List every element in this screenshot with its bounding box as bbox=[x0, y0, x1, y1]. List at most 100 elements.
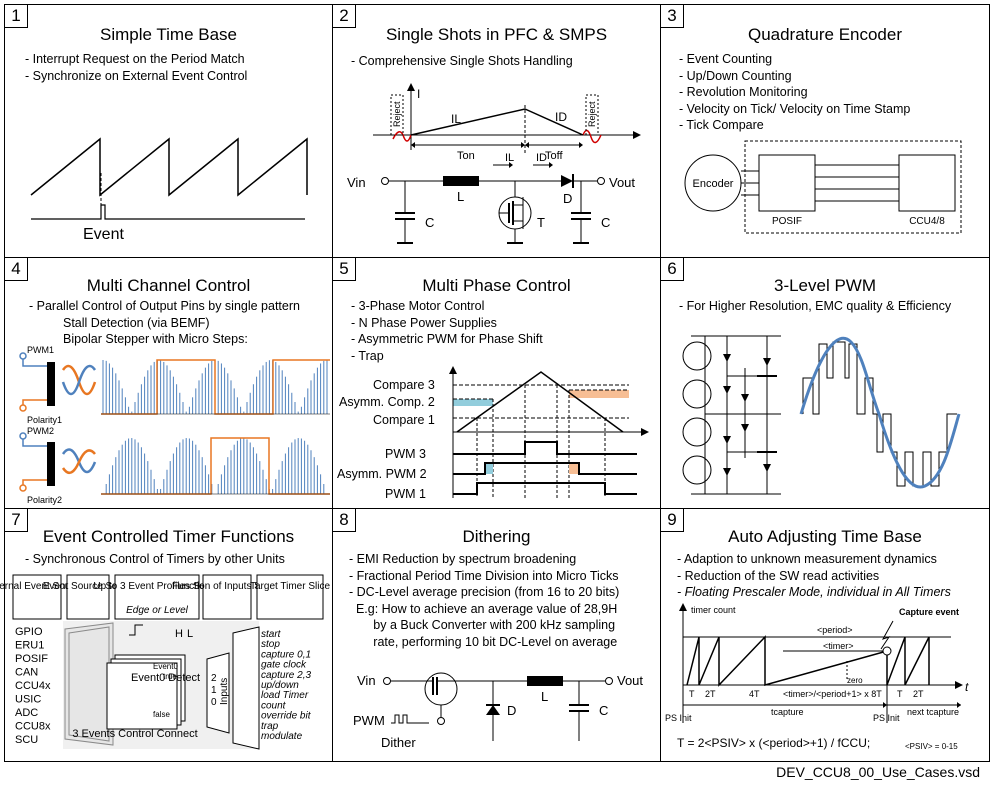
bullet-list: - EMI Reduction by spectrum broadening -… bbox=[349, 551, 619, 650]
timer-label: <timer> bbox=[823, 641, 854, 651]
header-edge-level: Edge or Level bbox=[126, 605, 188, 616]
capacitor-label: C bbox=[425, 215, 434, 230]
current-axis-label: I bbox=[417, 87, 420, 101]
false-label: false bbox=[153, 710, 170, 719]
vout-label: Vout bbox=[609, 175, 635, 190]
bullet: - Asymmetric PWM for Phase Shift bbox=[351, 332, 543, 346]
header-event-source: Event Source Select bbox=[43, 581, 134, 592]
bullet-list: - Parallel Control of Output Pins by sin… bbox=[29, 298, 300, 348]
tick-label: T bbox=[689, 689, 695, 699]
input-num: 0 bbox=[211, 697, 217, 708]
target-item: up/down bbox=[261, 680, 299, 691]
vin-label: Vin bbox=[347, 175, 366, 190]
cell-number: 2 bbox=[333, 5, 356, 28]
source-item: USIC bbox=[15, 694, 41, 706]
toff-label: Toff bbox=[545, 150, 563, 162]
ccu-label: CCU4/8 bbox=[909, 216, 945, 227]
cell-title: Dithering bbox=[462, 527, 531, 546]
source-item: POSIF bbox=[15, 653, 48, 665]
bullet: rate, performing 10 bit DC-Level on aver… bbox=[349, 634, 618, 649]
event0-detect-label: Event0 Detect bbox=[131, 672, 200, 684]
psiv-range: <PSIV> = 0-15 bbox=[905, 742, 958, 751]
pwm1-label: PWM1 bbox=[27, 345, 54, 355]
multi-phase-diagram: Compare 3 Asymm. Comp. 2 Compare 1 PWM 3… bbox=[337, 366, 649, 501]
bullet-list: - Event Counting - Up/Down Counting - Re… bbox=[679, 51, 910, 134]
file-name: DEV_CCU8_00_Use_Cases.vsd bbox=[776, 764, 980, 780]
cell-number: 8 bbox=[333, 509, 356, 532]
event-label: Event bbox=[83, 226, 124, 243]
source-item: CCU4x bbox=[15, 680, 51, 692]
bullet: - Synchronize on External Event Control bbox=[25, 68, 248, 83]
source-item: ERU1 bbox=[15, 640, 44, 652]
tcapture-label: tcapture bbox=[771, 707, 804, 717]
bullet: - Interrupt Request on the Period Match bbox=[25, 52, 245, 66]
bullet: - N Phase Power Supplies bbox=[351, 315, 497, 330]
bullet-list: - Interrupt Request on the Period Match … bbox=[25, 51, 247, 84]
compare3-label: Compare 3 bbox=[373, 378, 435, 392]
source-item: CCU8x bbox=[15, 721, 51, 733]
id-label: ID bbox=[536, 152, 547, 164]
zero-label: zero bbox=[847, 676, 863, 685]
tick-labels: T 2T 4T <timer>/<period+1> x 8T T 2T bbox=[689, 689, 924, 699]
cell-dithering: 8 Dithering - EMI Reduction by spectrum … bbox=[332, 508, 661, 762]
reject-label: Reject bbox=[587, 101, 597, 127]
tick-label: 4T bbox=[749, 689, 760, 699]
header-target: Target Timer Slice bbox=[250, 581, 330, 592]
bullet: Stall Detection (via BEMF) bbox=[63, 315, 210, 330]
cell-number: 3 bbox=[661, 5, 684, 28]
target-item: gate clock bbox=[261, 660, 307, 671]
target-item: capture 2,3 bbox=[261, 670, 311, 681]
tick-label: <timer>/<period+1> x 8T bbox=[783, 689, 882, 699]
bullet: - Event Counting bbox=[679, 52, 773, 66]
formula: T = 2<PSIV> x (<period>+1) / fCCU; bbox=[677, 736, 870, 750]
reject-label: Reject bbox=[392, 101, 402, 127]
buck-converter-diagram: Vin L Vout D C PWM bbox=[353, 672, 643, 750]
vin-label: Vin bbox=[357, 673, 376, 688]
bullet: - Comprehensive Single Shots Handling bbox=[351, 54, 573, 68]
tick-label: 2T bbox=[913, 689, 924, 699]
cell-multi-phase: 5 Multi Phase Control - 3-Phase Motor Co… bbox=[332, 257, 661, 509]
cell-single-shots: 2 Single Shots in PFC & SMPS - Comprehen… bbox=[332, 4, 661, 258]
inputs-label: Inputs bbox=[219, 678, 230, 705]
pfc-smps-diagram: I Reject Reject IL ID Ton Toff Vin L bbox=[347, 83, 641, 244]
event-control-diagram: External Event Sources Event Source Sele… bbox=[0, 574, 330, 750]
dither-label: Dither bbox=[381, 735, 416, 750]
time-base-diagram: timer count t <period> <timer> zero Capt… bbox=[665, 603, 969, 751]
cell-title: 3-Level PWM bbox=[773, 276, 877, 295]
tick-label: T bbox=[897, 689, 903, 699]
bullet: - Revolution Monitoring bbox=[679, 85, 808, 99]
target-item: trap bbox=[261, 721, 279, 732]
cell-title: Multi Phase Control bbox=[422, 276, 571, 295]
cell-number: 9 bbox=[661, 509, 684, 532]
inductor-label: L bbox=[457, 189, 464, 204]
target-item: capture 0,1 bbox=[261, 649, 311, 660]
next-tcapture-label: next tcapture bbox=[907, 707, 959, 717]
polarity1-label: Polarity1 bbox=[27, 415, 62, 425]
cell-title: Quadrature Encoder bbox=[747, 25, 903, 44]
cell-title: Multi Channel Control bbox=[86, 276, 251, 295]
il-label: IL bbox=[451, 112, 461, 126]
header-function: Function of Inputs Select bbox=[172, 581, 282, 592]
cell-title: Event Controlled Timer Functions bbox=[42, 527, 295, 546]
bullet: Bipolar Stepper with Micro Steps: bbox=[63, 332, 248, 346]
stepper-diagram: PWM1 PWM2 Polarity1 Polarity2 bbox=[19, 345, 330, 505]
input-num: 2 bbox=[211, 673, 217, 684]
cell-event-controlled: 7 Event Controlled Timer Functions - Syn… bbox=[0, 508, 333, 762]
t-axis-label: t bbox=[965, 680, 969, 694]
ps-init-label: PS Init bbox=[873, 713, 900, 723]
h-label: H bbox=[175, 628, 183, 640]
bullet: E.g: How to achieve an average value of … bbox=[349, 601, 618, 616]
source-item: CAN bbox=[15, 667, 38, 679]
bullet: - Up/Down Counting bbox=[679, 68, 792, 83]
source-item: GPIO bbox=[15, 626, 43, 638]
event0-label: Event0 bbox=[153, 662, 178, 671]
target-item: stop bbox=[261, 639, 280, 650]
bullet-list: - Adaption to unknown measurement dynami… bbox=[677, 551, 951, 601]
bullet: - Synchronous Control of Timers by other… bbox=[25, 552, 285, 566]
target-item: count bbox=[261, 700, 287, 711]
id-label: ID bbox=[555, 110, 567, 124]
bullet-list: - 3-Phase Motor Control - N Phase Power … bbox=[351, 298, 543, 364]
target-item: start bbox=[261, 629, 282, 640]
